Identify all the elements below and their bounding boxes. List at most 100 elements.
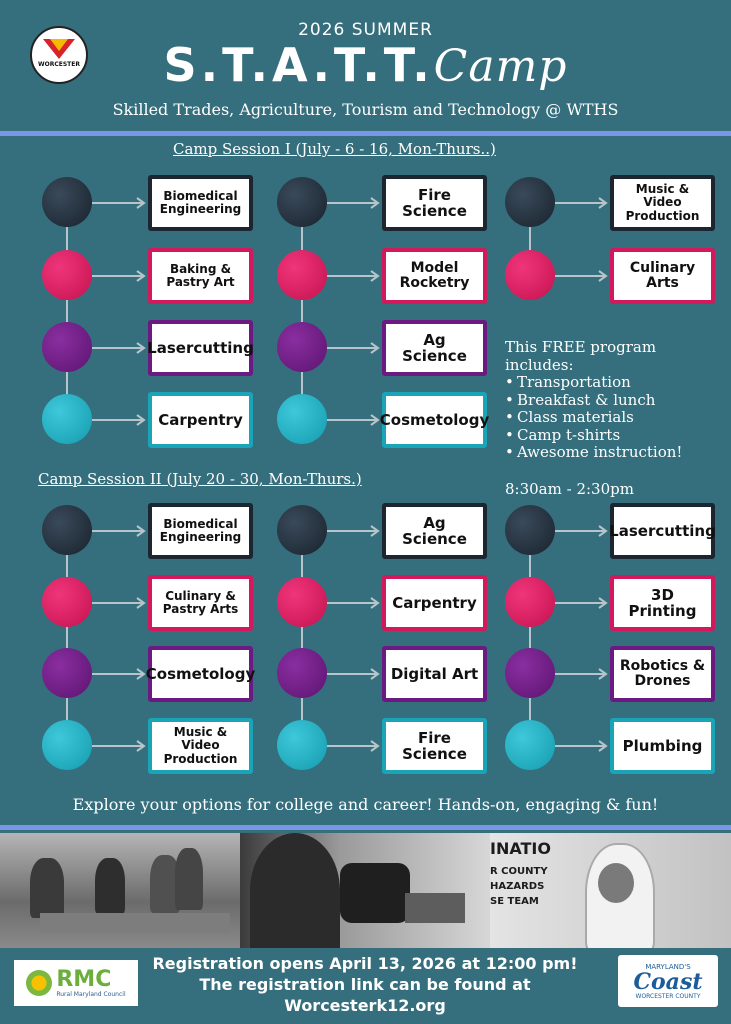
hazmat-photo: INATIO R COUNTY HAZARDS SE TEAM [490, 833, 731, 948]
include-item: Awesome instruction! [505, 443, 682, 462]
arrow-icon [370, 597, 380, 609]
arrow-icon [598, 270, 608, 282]
page-subtitle: Skilled Trades, Agriculture, Tourism and… [112, 100, 619, 119]
course-box: Carpentry [382, 575, 487, 631]
arrow-icon [370, 197, 380, 209]
session-node-circle [277, 577, 327, 627]
sign-line: INATIO [490, 839, 551, 858]
top-divider [0, 131, 731, 136]
session-node-circle [277, 648, 327, 698]
arrow-icon [370, 740, 380, 752]
arrow-icon [370, 270, 380, 282]
course-box: 3D Printing [610, 575, 715, 631]
session-node-circle [505, 250, 555, 300]
session-node-circle [277, 505, 327, 555]
course-box: Digital Art [382, 646, 487, 702]
include-item: Class materials [505, 408, 682, 427]
arrow-icon [598, 525, 608, 537]
course-box: Robotics & Drones [610, 646, 715, 702]
microscope-photo [240, 833, 490, 948]
session-node-circle [42, 505, 92, 555]
coast-logo-main: Coast [633, 968, 703, 995]
include-item: Breakfast & lunch [505, 391, 682, 410]
arrow-icon [136, 525, 146, 537]
session-node-circle [505, 505, 555, 555]
worcester-logo: WORCESTER [30, 26, 88, 84]
course-box: Ag Science [382, 503, 487, 559]
include-item: Camp t-shirts [505, 426, 682, 445]
marylands-coast-logo: MARYLAND'S Coast WORCESTER COUNTY [618, 955, 718, 1007]
registration-line: The registration link can be found at [199, 975, 531, 994]
course-box: Culinary Arts [610, 248, 715, 304]
arrow-icon [370, 668, 380, 680]
session-node-circle [42, 322, 92, 372]
w-mark-icon [43, 38, 75, 59]
session-node-circle [277, 177, 327, 227]
rmc-logo: RMC Rural Maryland Council [14, 960, 138, 1006]
course-box: Plumbing [610, 718, 715, 774]
include-item: Transportation [505, 373, 682, 392]
course-box: Baking & Pastry Art [148, 248, 253, 304]
session-node-circle [277, 394, 327, 444]
explore-text: Explore your options for college and car… [72, 795, 659, 814]
sign-line: SE TEAM [490, 896, 539, 907]
photo-strip: INATIO R COUNTY HAZARDS SE TEAM [0, 833, 731, 948]
arrow-icon [136, 740, 146, 752]
arrow-icon [136, 270, 146, 282]
session2-title: Camp Session II (July 20 - 30, Mon-Thurs… [38, 470, 362, 488]
arrow-icon [136, 414, 146, 426]
session-node-circle [277, 720, 327, 770]
course-box: Cosmetology [146, 646, 255, 702]
course-box: Fire Science [382, 718, 487, 774]
course-box: Music & Video Production [610, 175, 715, 231]
arrow-icon [598, 740, 608, 752]
arrow-icon [598, 597, 608, 609]
arrow-icon [370, 414, 380, 426]
includes-block: This FREE program includes: Transportati… [505, 338, 682, 462]
arrow-icon [370, 525, 380, 537]
session1-title: Camp Session I (July - 6 - 16, Mon-Thurs… [173, 140, 496, 158]
session-node-circle [42, 577, 92, 627]
sign-line: R COUNTY [490, 866, 548, 877]
session-node-circle [42, 720, 92, 770]
session-node-circle [277, 250, 327, 300]
course-box: Fire Science [382, 175, 487, 231]
includes-heading: This FREE program includes: [505, 338, 657, 374]
course-box: Ag Science [382, 320, 487, 376]
registration-line: Registration opens April 13, 2026 at 12:… [152, 954, 578, 973]
course-box: Cosmetology [380, 392, 489, 448]
arrow-icon [598, 668, 608, 680]
sign-line: HAZARDS [490, 881, 545, 892]
course-box: Model Rocketry [382, 248, 487, 304]
arrow-icon [598, 197, 608, 209]
session-node-circle [505, 720, 555, 770]
sign-text: INATIO R COUNTY HAZARDS SE TEAM [490, 841, 580, 909]
registration-link[interactable]: Worcesterk12.org [284, 996, 446, 1015]
course-box: Carpentry [148, 392, 253, 448]
rmc-logo-text: RMC [56, 966, 112, 992]
course-box: Music & Video Production [148, 718, 253, 774]
session-node-circle [42, 250, 92, 300]
title-main: S.T.A.T.T. [163, 38, 434, 92]
registration-info: Registration opens April 13, 2026 at 12:… [140, 953, 590, 1016]
rmc-logo-subtext: Rural Maryland Council [56, 990, 126, 998]
course-box: Biomedical Engineering [148, 503, 253, 559]
arrow-icon [136, 342, 146, 354]
course-box: Culinary & Pastry Arts [148, 575, 253, 631]
workshop-photo [0, 833, 240, 948]
coast-logo-bottom: WORCESTER COUNTY [635, 992, 701, 1000]
coast-logo-top: MARYLAND'S [645, 962, 691, 971]
arrow-icon [136, 597, 146, 609]
arrow-icon [370, 342, 380, 354]
bottom-divider [0, 825, 731, 830]
session-node-circle [505, 648, 555, 698]
logo-text: WORCESTER [38, 60, 80, 68]
camp-time: 8:30am - 2:30pm [505, 480, 634, 498]
arrow-icon [136, 197, 146, 209]
arrow-icon [136, 668, 146, 680]
course-box: Lasercutting [147, 320, 254, 376]
course-box: Biomedical Engineering [148, 175, 253, 231]
header-year: 2026 SUMMER [298, 20, 433, 40]
session-node-circle [505, 577, 555, 627]
